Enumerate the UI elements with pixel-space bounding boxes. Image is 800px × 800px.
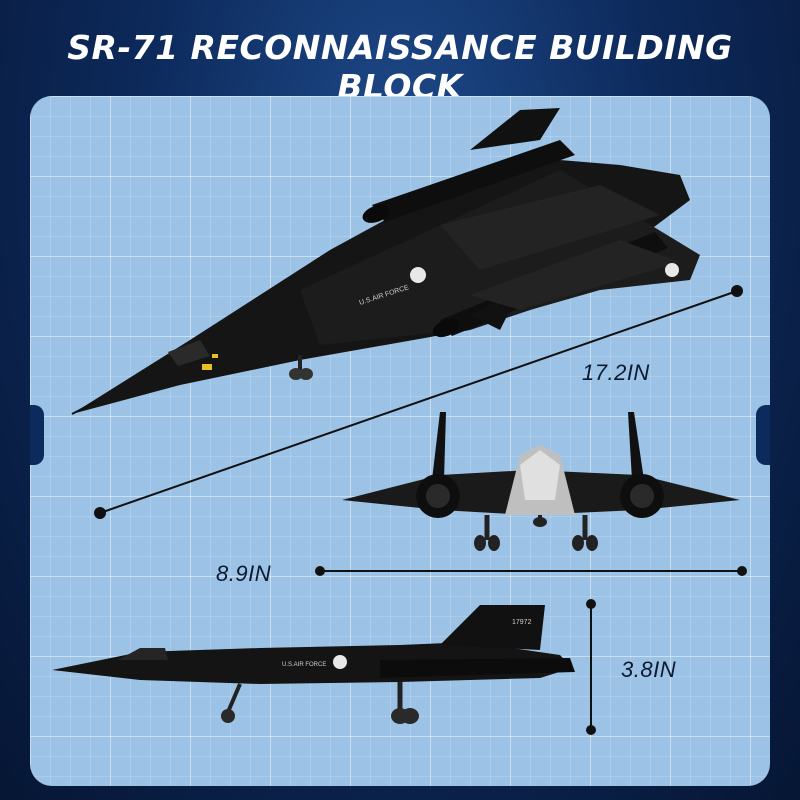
length-endpoint-left: [94, 507, 106, 519]
height-endpoint-bottom: [586, 725, 596, 735]
wingspan-label: 8.9IN: [216, 561, 272, 586]
wingspan-endpoint-left: [315, 566, 325, 576]
wingspan-endpoint-right: [737, 566, 747, 576]
top-view-aircraft: [71, 108, 700, 415]
tail-number: 17972: [512, 619, 532, 626]
height-endpoint-top: [586, 599, 596, 609]
side-view-aircraft: [52, 605, 575, 724]
length-label: 17.2IN: [582, 360, 650, 385]
side-view-marking: U.S.AIR FORCE: [282, 662, 326, 668]
page-title: SR-71 RECONNAISSANCE BUILDING BLOCK: [67, 28, 733, 106]
length-endpoint-right: [731, 285, 743, 297]
front-view-aircraft: [342, 412, 740, 551]
length-dimension-line: [99, 290, 738, 514]
panel-notch-left: [30, 405, 44, 465]
panel-notch-right: [756, 405, 770, 465]
height-label: 3.8IN: [621, 657, 677, 682]
